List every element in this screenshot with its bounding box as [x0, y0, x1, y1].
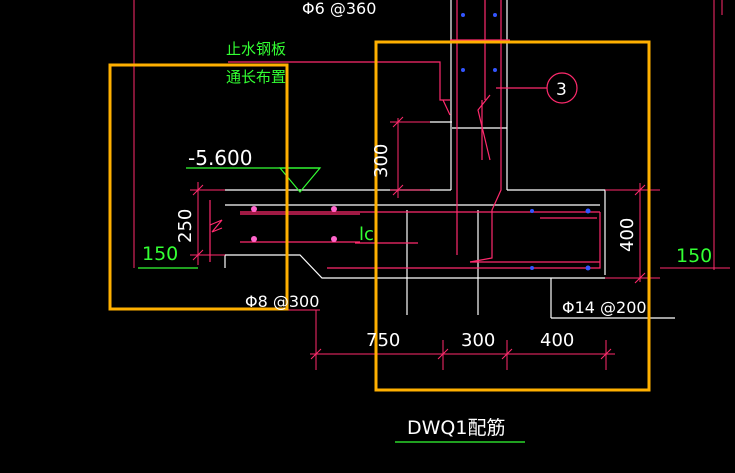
drawing-title: DWQ1配筋 [407, 417, 505, 439]
dim-400-horizontal-label: 400 [540, 330, 574, 351]
detail-marker-circle[interactable] [546, 72, 578, 104]
detail-number: 3 [556, 80, 567, 100]
waterstop-note-line1: 止水钢板 [226, 40, 286, 58]
waterstop-note-line2: 通长布置 [226, 68, 286, 86]
annotation-green [138, 167, 525, 443]
elevation-label: -5.600 [188, 146, 252, 170]
dim-400-vertical-label: 400 [617, 218, 638, 252]
bottom-rebar-left-label: Φ8 @300 [245, 292, 319, 311]
adjacent-structure-lines [133, 0, 723, 270]
dim-150-right-label: 150 [676, 245, 712, 267]
rebar-lines [209, 0, 601, 269]
lap-label: lc [359, 224, 374, 245]
dim-300-vertical-label: 300 [371, 144, 392, 178]
highlight-box-right[interactable] [374, 40, 651, 392]
rebar-dots [251, 13, 591, 271]
top-rebar-label: Φ6 @360 [302, 0, 376, 18]
dim-250-label: 250 [175, 209, 196, 243]
dim-300-horizontal-label: 300 [461, 330, 495, 351]
bottom-rebar-right-label: Φ14 @200 [562, 298, 647, 317]
dim-150-left-label: 150 [142, 243, 178, 265]
dimension-lines [190, 116, 730, 370]
highlight-box-left[interactable] [108, 63, 289, 311]
dim-750-label: 750 [366, 330, 400, 351]
